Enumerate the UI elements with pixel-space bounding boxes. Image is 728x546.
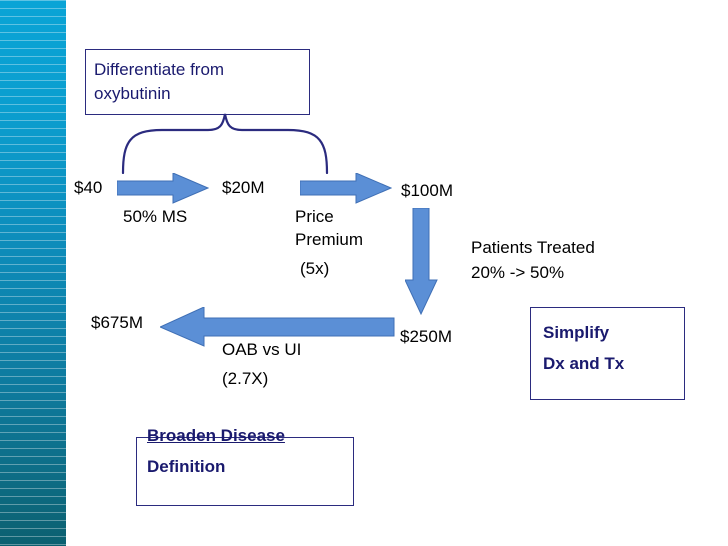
- arrow-down-icon: [405, 208, 438, 315]
- label-price-premium-line1: Price: [295, 207, 334, 226]
- label-patients-treated-line2: 20% -> 50%: [471, 263, 565, 282]
- broaden-line2: Definition: [147, 457, 226, 476]
- broaden-line1: Broaden Disease: [147, 426, 285, 445]
- differentiate-box: Differentiate from oxybutinin: [85, 49, 310, 115]
- simplify-line1: Simplify: [543, 323, 610, 342]
- label-patients-treated-line1: Patients Treated: [471, 238, 595, 257]
- bar-edge: [66, 0, 68, 546]
- label-price-premium-line2: Premium: [295, 230, 364, 249]
- broaden-disease-box: Broaden Disease Definition: [136, 426, 354, 506]
- value-after-oab: $675M: [91, 313, 143, 332]
- stripe-overlay: [0, 0, 68, 546]
- value-after-premium: $100M: [401, 181, 453, 200]
- arrow-left-icon: [160, 307, 395, 347]
- label-oab-vs-ui-line1: OAB vs UI: [222, 340, 302, 359]
- differentiate-line1: Differentiate from: [94, 60, 225, 79]
- value-after-patients: $250M: [400, 327, 452, 346]
- differentiate-line2: oxybutinin: [94, 84, 171, 103]
- curly-brace-icon: [120, 112, 330, 174]
- label-price-premium-line3: (5x): [300, 259, 330, 278]
- gradient-fill: [0, 0, 68, 546]
- label-market-share: 50% MS: [123, 207, 188, 226]
- label-oab-vs-ui-line2: (2.7X): [222, 369, 269, 388]
- simplify-box: Simplify Dx and Tx: [530, 307, 685, 400]
- arrow-right-icon-1: [117, 173, 209, 204]
- arrow-right-icon-2: [300, 173, 392, 204]
- value-after-ms: $20M: [222, 178, 265, 197]
- left-gradient-bar: [0, 0, 68, 546]
- value-start: $40: [74, 178, 103, 197]
- simplify-line2: Dx and Tx: [543, 354, 625, 373]
